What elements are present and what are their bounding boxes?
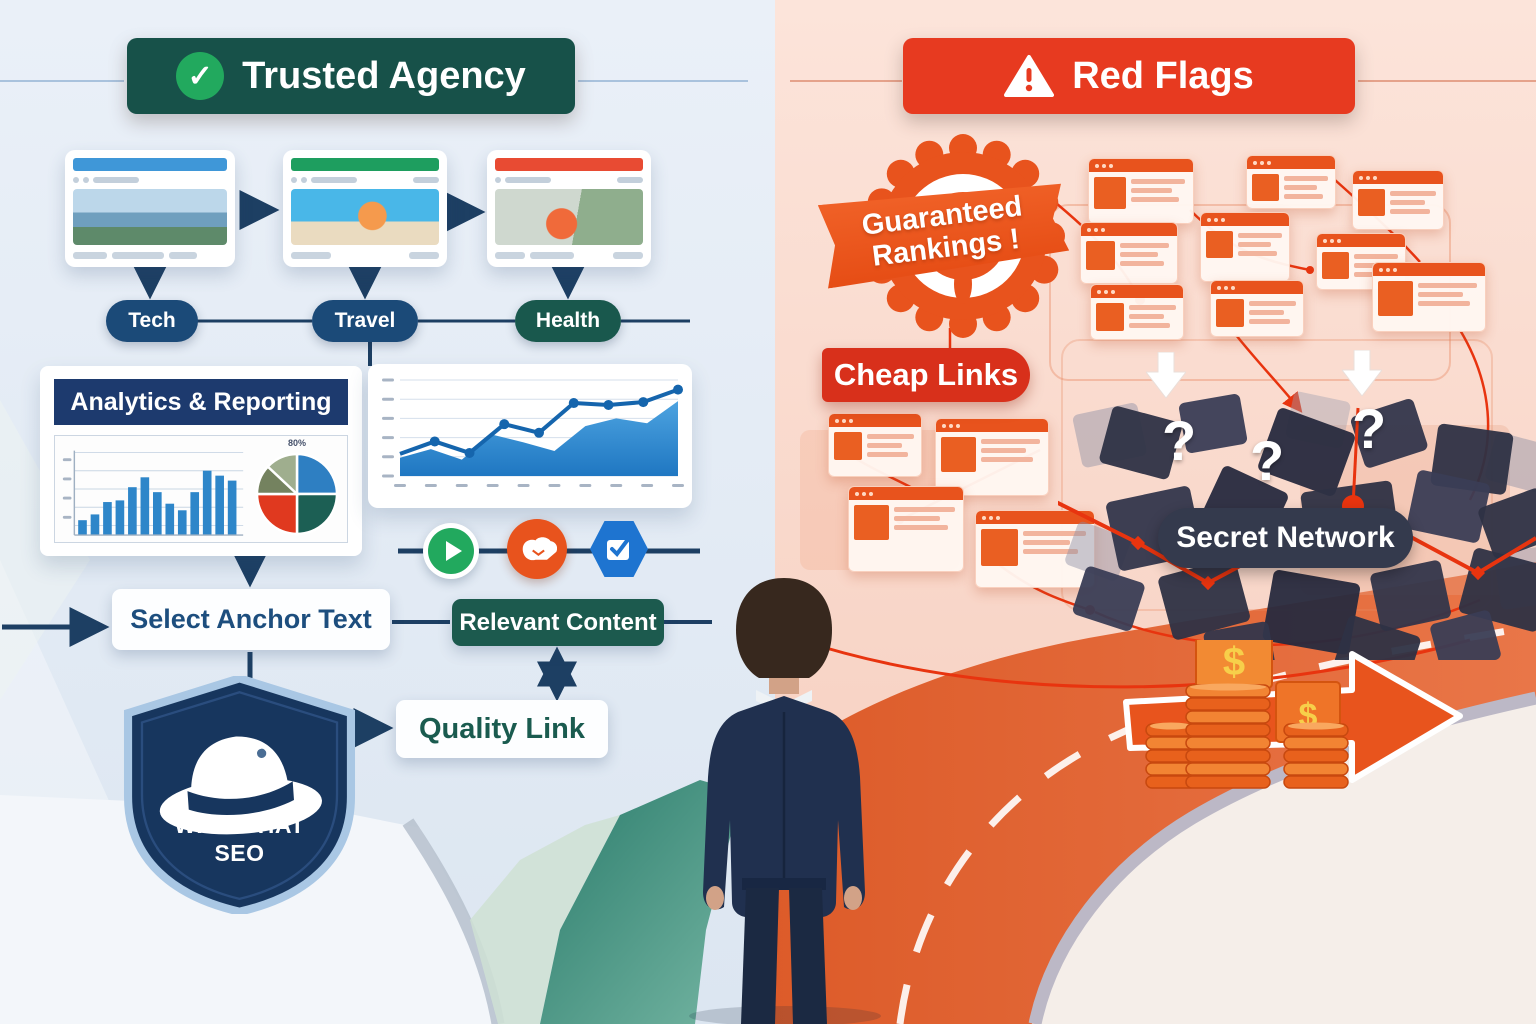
question-mark: ? [1250, 429, 1285, 492]
site-photo-city [73, 189, 227, 245]
mini-card-titlebar [1247, 156, 1335, 169]
spam-site-card [828, 413, 922, 477]
handshake-icon [507, 519, 567, 579]
mini-card-textlines [1237, 231, 1284, 258]
mini-card-titlebar [849, 487, 963, 500]
spam-site-card [848, 486, 964, 572]
site-card-travel [283, 150, 447, 267]
pie-label: 80% [287, 438, 306, 448]
red-flags-title: Red Flags [1072, 54, 1254, 97]
niche-pill-health: Health [515, 300, 621, 342]
mini-card-titlebar [1211, 281, 1303, 294]
cheap-links-label: Cheap Links [822, 348, 1030, 402]
mini-card-thumbnail [1322, 252, 1349, 279]
mini-card-textlines [894, 505, 958, 540]
mini-card-thumbnail [1252, 174, 1279, 201]
shield-line1: WHITE HAT [174, 812, 305, 838]
spam-site-card [1210, 280, 1304, 337]
trusted-agency-header: ✓ Trusted Agency [127, 38, 575, 114]
down-arrow-icon [1146, 352, 1186, 398]
man-at-crossroads [689, 578, 881, 1024]
down-arrow-icon [1342, 350, 1382, 396]
site-card-health [487, 150, 651, 267]
select-anchor-text-box: Select Anchor Text [112, 589, 390, 650]
spam-site-card [1090, 284, 1184, 340]
mini-card-textlines [1417, 281, 1480, 316]
mini-card-thumbnail [981, 529, 1018, 566]
mini-card-titlebar [1081, 223, 1177, 236]
mini-card-titlebar [829, 414, 921, 427]
growth-chart-panel [368, 364, 692, 508]
site-photo-beach [291, 189, 439, 245]
red-flags-header: Red Flags [903, 38, 1355, 114]
secret-network-label: Secret Network [1158, 508, 1413, 568]
mini-card-titlebar [1089, 159, 1193, 172]
mini-card-textlines [1390, 189, 1438, 216]
spam-site-card [1088, 158, 1194, 224]
analytics-title: Analytics & Reporting [54, 379, 348, 425]
mini-card-thumbnail [1086, 241, 1116, 271]
mini-card-textlines [1130, 177, 1188, 209]
niche-pill-travel: Travel [312, 300, 418, 342]
money-and-arrow: $ $ [1123, 640, 1463, 789]
mini-card-textlines [1128, 303, 1178, 331]
white-hat-seo-shield [123, 676, 356, 914]
site-card-tech [65, 150, 235, 267]
mini-card-textlines [1283, 174, 1330, 201]
mini-card-titlebar [1373, 263, 1485, 276]
mini-card-titlebar [1353, 171, 1443, 184]
coin-stacks: $ $ [1145, 640, 1349, 789]
mini-card-textlines [1248, 299, 1298, 327]
mini-card-thumbnail [1094, 177, 1126, 209]
mini-card-textlines [866, 432, 916, 460]
shield-caption: WHITE HAT SEO [122, 812, 357, 867]
dollar-sign: $ [1223, 640, 1245, 684]
spam-site-card [935, 418, 1049, 496]
warning-icon [1004, 55, 1055, 97]
mini-card-titlebar [936, 419, 1048, 432]
spam-site-card [1352, 170, 1444, 230]
mini-card-thumbnail [834, 432, 862, 460]
browser-titlebar [495, 158, 643, 171]
mini-card-thumbnail [1378, 281, 1413, 316]
spam-site-card [975, 510, 1095, 588]
mini-card-textlines [1022, 529, 1089, 566]
mini-card-thumbnail [1358, 189, 1386, 217]
traffic-bar-chart [62, 450, 244, 536]
mini-card-titlebar [1317, 234, 1405, 247]
analytics-panel: Analytics & Reporting 80% [40, 366, 362, 556]
niche-pill-tech: Tech [106, 300, 198, 342]
mini-card-titlebar [1201, 213, 1289, 226]
approved-content-icon [590, 521, 648, 577]
mini-card-titlebar [976, 511, 1094, 524]
mini-card-textlines [1120, 241, 1172, 270]
spam-site-card [1372, 262, 1486, 332]
mini-card-thumbnail [941, 437, 976, 472]
share-pie-chart [255, 452, 339, 536]
spam-site-card [1200, 212, 1290, 282]
shield-line2: SEO [214, 839, 265, 866]
relevant-content-box: Relevant Content [452, 599, 664, 646]
site-photo-street [495, 189, 643, 245]
growth-line-chart [382, 378, 684, 487]
mini-card-titlebar [1091, 285, 1183, 298]
mini-card-thumbnail [1206, 231, 1233, 258]
browser-titlebar [73, 158, 227, 171]
mini-card-thumbnail [1216, 299, 1244, 327]
white-hat-icon [159, 736, 322, 835]
mini-card-thumbnail [854, 505, 890, 541]
mini-card-textlines [980, 437, 1043, 472]
spam-site-card [1080, 222, 1178, 284]
check-icon: ✓ [176, 52, 225, 100]
browser-titlebar [291, 158, 439, 171]
spam-site-card [1246, 155, 1336, 209]
mini-card-thumbnail [1096, 303, 1124, 331]
quality-link-box: Quality Link [396, 700, 608, 758]
question-mark: ? [1352, 397, 1387, 460]
play-icon [423, 523, 479, 579]
trusted-agency-title: Trusted Agency [242, 54, 526, 97]
question-mark: ? [1162, 409, 1197, 472]
spam-site-card [1316, 233, 1406, 290]
